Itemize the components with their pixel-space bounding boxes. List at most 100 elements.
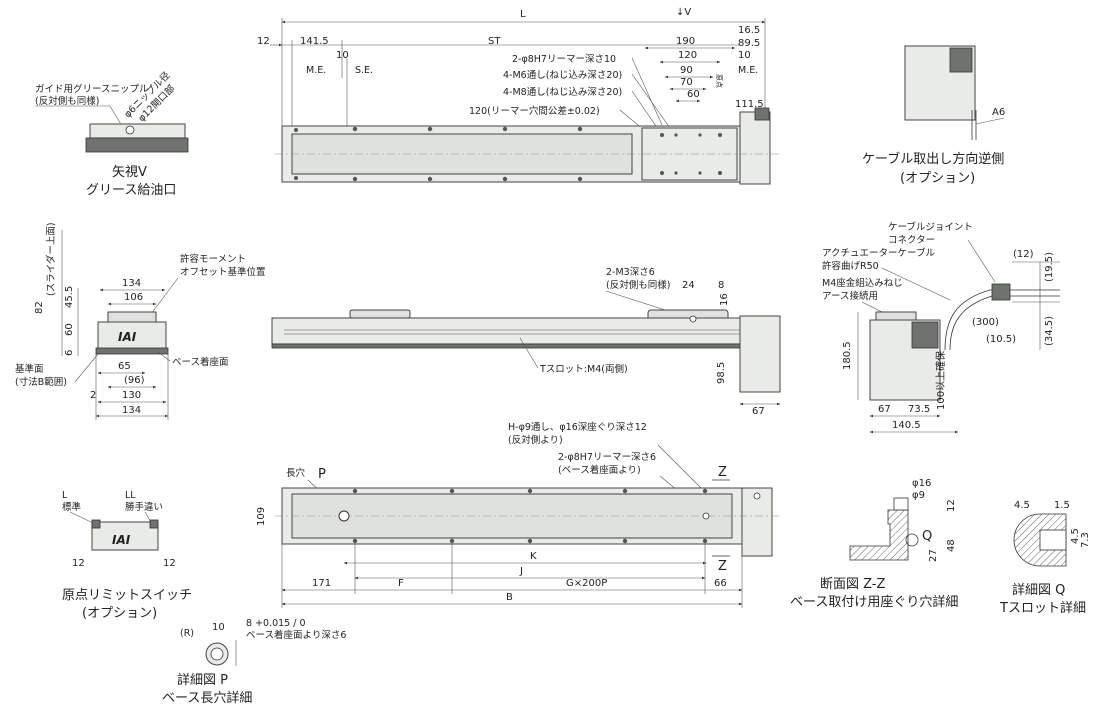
label-P: P [318, 467, 326, 482]
dim-190: 190 [676, 36, 695, 47]
cable-reverse-view: A6 ケーブル取出し方向逆側 (オプション) [862, 45, 1005, 186]
label-Z-top: Z [718, 465, 727, 480]
note-m3a: 2-M3深さ6 [606, 267, 655, 278]
dim-70: 70 [680, 77, 693, 88]
dim-B: B [506, 592, 513, 603]
grease-nipple-icon [125, 125, 135, 135]
dim-89-5: 89.5 [738, 38, 760, 49]
note-reamer6b: (ベース着座面より) [558, 464, 641, 476]
end-slider [107, 311, 157, 323]
section-d27: 27 [928, 549, 939, 562]
note-m4a: M4座金組込みねじ [822, 277, 903, 289]
dim-90: 90 [680, 65, 693, 76]
slider-top [641, 127, 738, 181]
dim-65: 65 [118, 361, 131, 372]
section-z: φ16 φ9 12 Q 27 48 断面図 Z-Z ベース取付け用座ぐり穴詳細 [790, 478, 958, 610]
note-ref2: (寸法B範囲) [15, 376, 67, 388]
dim-24: 24 [682, 280, 695, 291]
dim-60-end: 60 [64, 323, 75, 336]
note-m3b: (反対側も同様) [606, 279, 670, 291]
cable-slider [875, 311, 917, 321]
note-act1: アクチュエーターケーブル [822, 247, 935, 259]
detail-p-title2: ベース長穴詳細 [162, 690, 252, 706]
dim-120: 120 [678, 50, 697, 61]
dim-19-5: (19.5) [1044, 252, 1055, 282]
cable-line [944, 289, 1060, 351]
dim-K: K [530, 551, 537, 562]
dim-73-5: 73.5 [908, 404, 930, 415]
label-reverse: 勝手違い [125, 501, 163, 513]
label-slider-top: (スライダー上面) [45, 222, 57, 296]
dim-67-side: 67 [752, 406, 765, 417]
label-LL: LL [125, 490, 136, 501]
limit-switch-body [91, 521, 159, 551]
dim-16-5: 16.5 [738, 25, 760, 36]
dim-60: 60 [687, 89, 700, 100]
view-v-title2: グリース給油口 [86, 183, 176, 198]
motor-unit-top [739, 111, 771, 185]
detail-q-1-5: 1.5 [1054, 500, 1070, 511]
dim-12-right: 12 [163, 558, 176, 569]
top-view: L ↓V 12 141.5 10 ST M.E. S.E. 190 120 90… [257, 7, 780, 185]
detail-q-title2: Tスロット詳細 [999, 600, 1086, 616]
cable-joint-connector [991, 283, 1011, 301]
limit-title2: (オプション) [82, 606, 157, 621]
dim-L: L [520, 9, 526, 20]
note-act2: 許容曲げR50 [822, 260, 879, 272]
view-v-cover [89, 123, 186, 139]
dim-10-5: (10.5) [986, 334, 1016, 345]
long-hole-p [338, 510, 350, 522]
dim-34-5: (34.5) [1044, 316, 1055, 346]
note-joint1: ケーブルジョイント [888, 221, 973, 233]
label-se: S.E. [355, 65, 373, 76]
dim-134-top: 134 [122, 278, 141, 289]
cable-reverse-title2: (オプション) [900, 171, 975, 186]
note-base-face: ベース着座面 [172, 356, 229, 368]
dim-171: 171 [312, 578, 331, 589]
end-logo: IAI [118, 330, 137, 344]
dim-12: 12 [257, 36, 270, 47]
section-title1: 断面図 Z-Z [820, 577, 886, 592]
dim-111-5: 111.5 [735, 99, 764, 110]
note-ref1: 基準面 [15, 363, 44, 375]
note-moment2: オフセット基準位置 [180, 266, 266, 278]
section-Q: Q [922, 529, 932, 544]
view-v-note1: ガイド用グリースニップル [35, 83, 149, 95]
bottom-view: H-φ9通し、φ16深座ぐり深さ12 (反対側より) 2-φ8H7リーマー深さ6… [256, 421, 780, 608]
detail-q-slot [1039, 529, 1067, 551]
dim-ST: ST [488, 36, 501, 47]
dim-130: 130 [122, 390, 141, 401]
side-body [271, 317, 741, 345]
detail-p: (R) 10 8 +0.015 / 0 ベース着座面より深さ6 詳細図 P ベー… [162, 618, 346, 706]
detail-p-10: 10 [212, 622, 225, 633]
dim-82: 82 [34, 301, 45, 314]
dim-10-right: 10 [738, 50, 751, 61]
dim-106: 106 [124, 292, 143, 303]
label-long-hole: 長穴 [286, 467, 306, 479]
dim-180-5: 180.5 [842, 341, 853, 370]
label-me-right: M.E. [738, 65, 758, 76]
detail-p-R: (R) [180, 628, 194, 639]
note-m6: 4-M6通し(ねじ込み深さ20) [503, 70, 622, 81]
dim-6: 6 [64, 350, 75, 356]
detail-p-tol: 8 +0.015 / 0 [246, 618, 306, 629]
dim-2: 2 [90, 390, 96, 401]
section-d48: 48 [946, 539, 957, 552]
dim-12-left: 12 [72, 558, 85, 569]
end-base [95, 347, 169, 355]
view-v-title1: 矢視V [112, 165, 147, 180]
detail-p-title1: 詳細図 P [177, 672, 228, 688]
dim-10: 10 [336, 50, 349, 61]
side-view: 2-M3深さ6 (反対側も同様) 24 8 16 Tスロット:M4(両側) 98… [271, 267, 781, 417]
end-body [97, 321, 167, 351]
cable-connector-block [911, 321, 939, 349]
dim-96: (96) [124, 375, 145, 386]
dim-67-cable: 67 [878, 404, 891, 415]
dim-G: G×200P [566, 578, 607, 589]
detail-q-title1: 詳細図 Q [1012, 582, 1065, 598]
motor-connector-top [754, 107, 770, 121]
limit-title1: 原点リミットスイッチ [62, 588, 192, 603]
dim-98-5: 98.5 [716, 362, 727, 384]
section-d16: φ16 [912, 478, 931, 489]
note-h-holes2: (反対側より) [508, 434, 563, 446]
